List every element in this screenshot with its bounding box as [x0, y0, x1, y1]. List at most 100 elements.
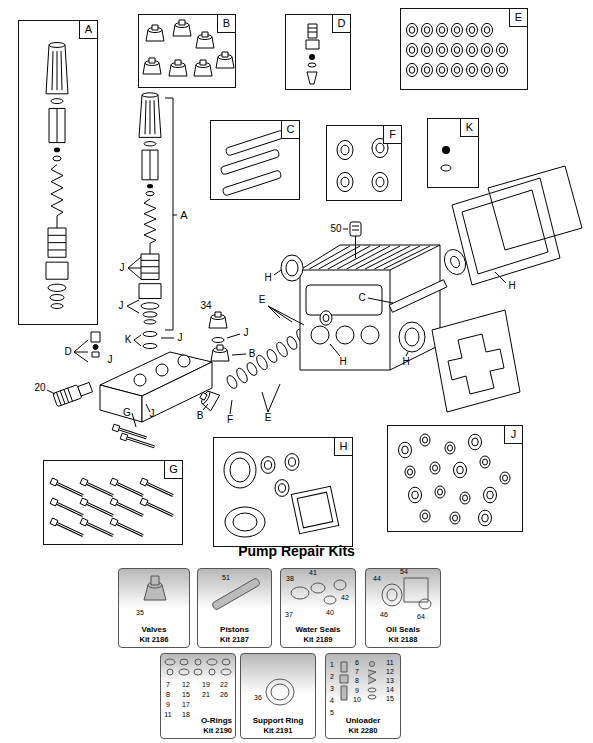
- leader-lines: [406, 352, 408, 356]
- parts-panel: B: [138, 14, 236, 88]
- parts-panel: C: [210, 120, 300, 200]
- panel-e-seals: [452, 63, 463, 76]
- panel-letter: E: [509, 9, 527, 27]
- crankcase-fins: [347, 246, 391, 269]
- panel-h-seals: [297, 492, 333, 528]
- panel-j-orings: [454, 462, 467, 478]
- panel-j-orings: [469, 434, 482, 450]
- part-number: 6: [355, 659, 359, 666]
- pump-manifold: [100, 352, 212, 422]
- part-number: 8: [355, 677, 359, 684]
- panel-e-seals: [437, 23, 448, 36]
- panel-d-parts: [307, 72, 317, 84]
- part-number: 35: [136, 609, 144, 616]
- pump-manifold: [100, 385, 142, 422]
- kit-pictures: [311, 583, 325, 593]
- callout-letter: J: [178, 333, 183, 343]
- panel-j-orings: [479, 510, 492, 526]
- part-number: 18: [182, 711, 190, 718]
- crankcase-fins: [365, 246, 410, 269]
- kit-pictures: [281, 569, 355, 609]
- panel-j-orings: [405, 466, 415, 478]
- panel-e-seals: [422, 63, 433, 76]
- kit-box: Support RingKit 2191: [240, 653, 316, 739]
- pump-manifold: [142, 362, 212, 422]
- kit-number: Kit 2187: [220, 635, 249, 644]
- callout-letter: H: [402, 357, 409, 367]
- part-number: 11: [386, 659, 393, 666]
- panel-g-bolts: [50, 478, 84, 498]
- panel-b-caps: [146, 25, 164, 41]
- panel-d-parts: [308, 63, 316, 67]
- side-seals: [281, 255, 303, 281]
- panel-g-bolts: [110, 518, 144, 538]
- rear-cover: [452, 166, 582, 285]
- crankshaft: [389, 246, 469, 312]
- leader-lines: [146, 404, 150, 412]
- panel-k-parts: [441, 146, 451, 171]
- crankcase: [300, 245, 440, 370]
- kits-heading: Pump Repair Kits: [0, 543, 593, 559]
- dipstick: [350, 222, 361, 236]
- pump-mount: [448, 334, 504, 394]
- side-seals: [399, 322, 425, 352]
- panel-g-bolts: [140, 478, 174, 498]
- part-number: 64: [417, 613, 425, 620]
- check-valve-d: [93, 345, 98, 350]
- check-valve-d: [91, 332, 100, 342]
- panel-j-orings: [399, 434, 511, 526]
- panel-j-orings: [445, 442, 455, 454]
- part-number: 12: [182, 681, 190, 688]
- kit-number: Kit 2189: [304, 635, 333, 644]
- callout-letter: G: [123, 408, 131, 418]
- panel-letter: D: [332, 15, 350, 33]
- panel-h-seals: [261, 457, 275, 474]
- kit-pictures: [387, 589, 397, 601]
- kit-name: Valves: [142, 625, 167, 635]
- panel-e-seals: [482, 43, 493, 56]
- panel-b-caps: [173, 20, 191, 36]
- crankcase: [311, 326, 329, 344]
- callout-letter: A: [180, 210, 187, 221]
- callout-letter: B: [249, 349, 256, 359]
- panel-h-seals: [233, 513, 257, 531]
- panel-f-rings: [337, 172, 353, 191]
- pump-manifold: [134, 374, 146, 386]
- crankcase-fins: [309, 246, 430, 269]
- side-seals: [405, 328, 419, 346]
- part-number: 3: [330, 685, 334, 692]
- panel-j-orings: [484, 487, 497, 503]
- part-number: 22: [220, 681, 228, 688]
- panel-j-orings: [430, 462, 440, 474]
- dipstick: [355, 236, 356, 258]
- unloader-assembly: [143, 332, 157, 337]
- part-number: 41: [309, 569, 317, 576]
- leader-lines: [343, 229, 348, 230]
- kit-pictures: [334, 580, 346, 590]
- part-number: 44: [373, 575, 381, 582]
- kit-pictures: [165, 659, 175, 665]
- crankshaft: [449, 255, 461, 269]
- panel-e-seals: [497, 43, 508, 56]
- leader-lines: [274, 270, 281, 275]
- panel-c-pistons: [220, 149, 280, 175]
- panel-e-seals: [422, 43, 433, 56]
- kit-pictures: [119, 569, 440, 705]
- panel-g-bolts: [50, 478, 174, 538]
- kit-number: Kit 2188: [389, 635, 418, 644]
- unloader-assembly: [143, 344, 157, 349]
- part-number: 9: [355, 687, 359, 694]
- panel-g-bolts: [80, 478, 114, 498]
- leader-lines: [134, 335, 141, 346]
- kit-pictures: [144, 576, 431, 705]
- callout-letter: K: [125, 335, 132, 345]
- leader-lines: [262, 384, 280, 412]
- callout-letter: J: [108, 355, 113, 365]
- kit-pictures: [368, 695, 376, 699]
- part-number: 9: [166, 701, 170, 708]
- manifold-bolts: [112, 424, 155, 450]
- kit-pictures: [180, 659, 188, 665]
- crankcase: [300, 245, 440, 370]
- part-number: 21: [202, 691, 210, 698]
- part-number: 14: [386, 686, 394, 693]
